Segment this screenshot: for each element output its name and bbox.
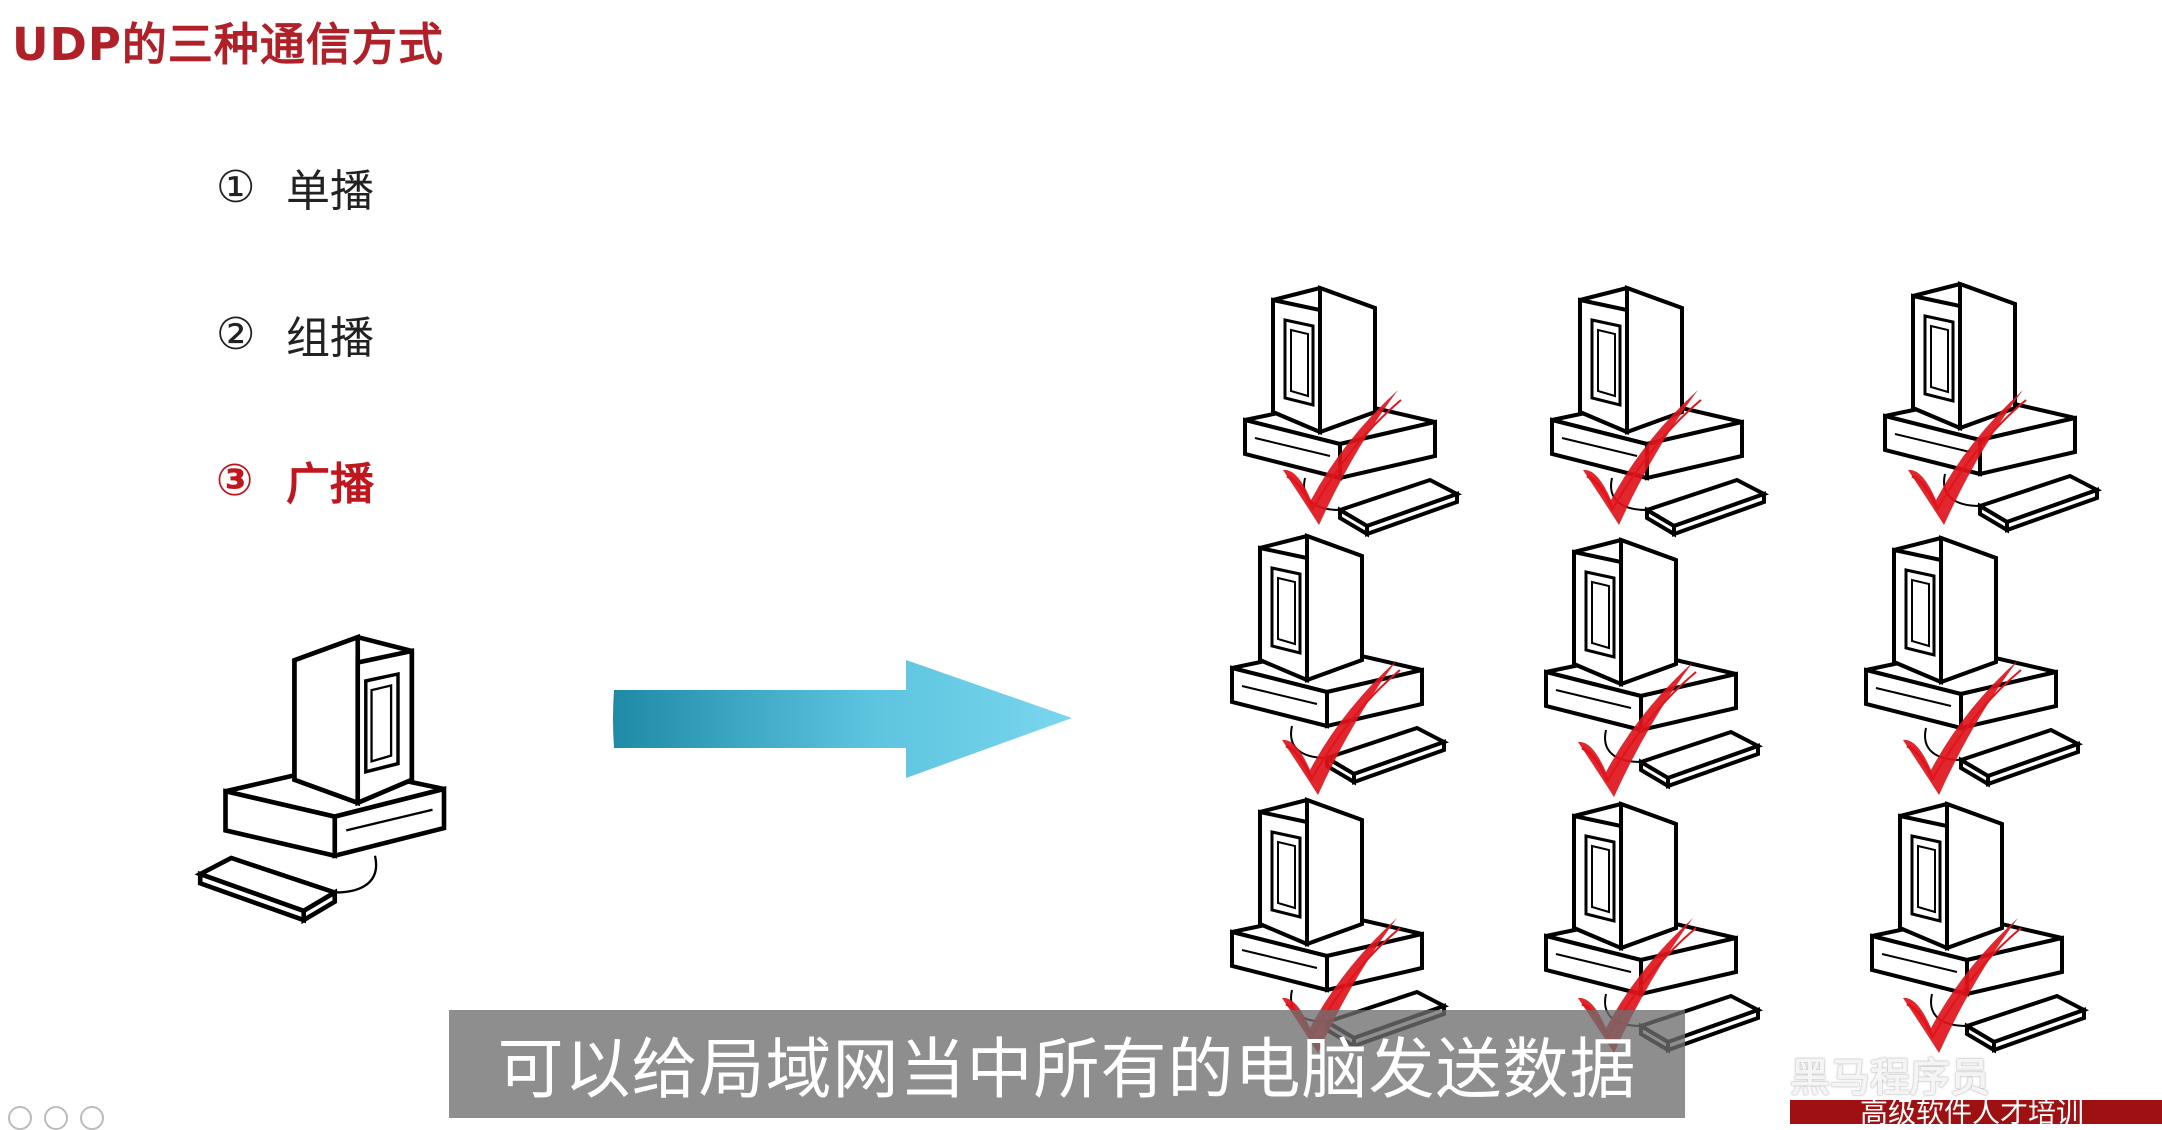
item-number: ③ [216, 454, 254, 506]
arrow-icon [613, 660, 1072, 778]
banner-text: 高级软件人才培训 [1860, 1100, 2085, 1124]
slide-title: UDP的三种通信方式 [12, 18, 444, 71]
list-item-multicast: ② 组播 [216, 302, 374, 366]
toolbar-button[interactable] [80, 1106, 104, 1130]
computer-icon [1870, 802, 2086, 1052]
computer-icon [1550, 286, 1766, 536]
item-label: 广播 [286, 459, 374, 510]
computer-icon [1883, 282, 2099, 532]
computer-icon [1544, 538, 1760, 788]
bottom-banner: 高级软件人才培训 [1790, 1100, 2162, 1124]
toolbar-button[interactable] [8, 1106, 32, 1130]
item-number: ② [216, 308, 256, 360]
computer-icon [1243, 286, 1459, 536]
item-label: 单播 [286, 166, 374, 217]
item-number: ① [216, 161, 256, 213]
subtitle-text: 可以给局域网当中所有的电脑发送数据 [497, 1031, 1637, 1108]
brand-watermark: 黑马程序员 [1790, 1055, 1990, 1101]
computer-icon [200, 637, 444, 920]
slide-toolbar [8, 1106, 104, 1130]
toolbar-button[interactable] [44, 1106, 68, 1130]
computer-icon [1864, 536, 2080, 786]
subtitle-caption: 可以给局域网当中所有的电脑发送数据 [449, 1010, 1685, 1118]
list-item-unicast: ① 单播 [216, 155, 374, 219]
list-item-broadcast: ③ 广播 [216, 448, 374, 512]
item-label: 组播 [286, 313, 374, 364]
